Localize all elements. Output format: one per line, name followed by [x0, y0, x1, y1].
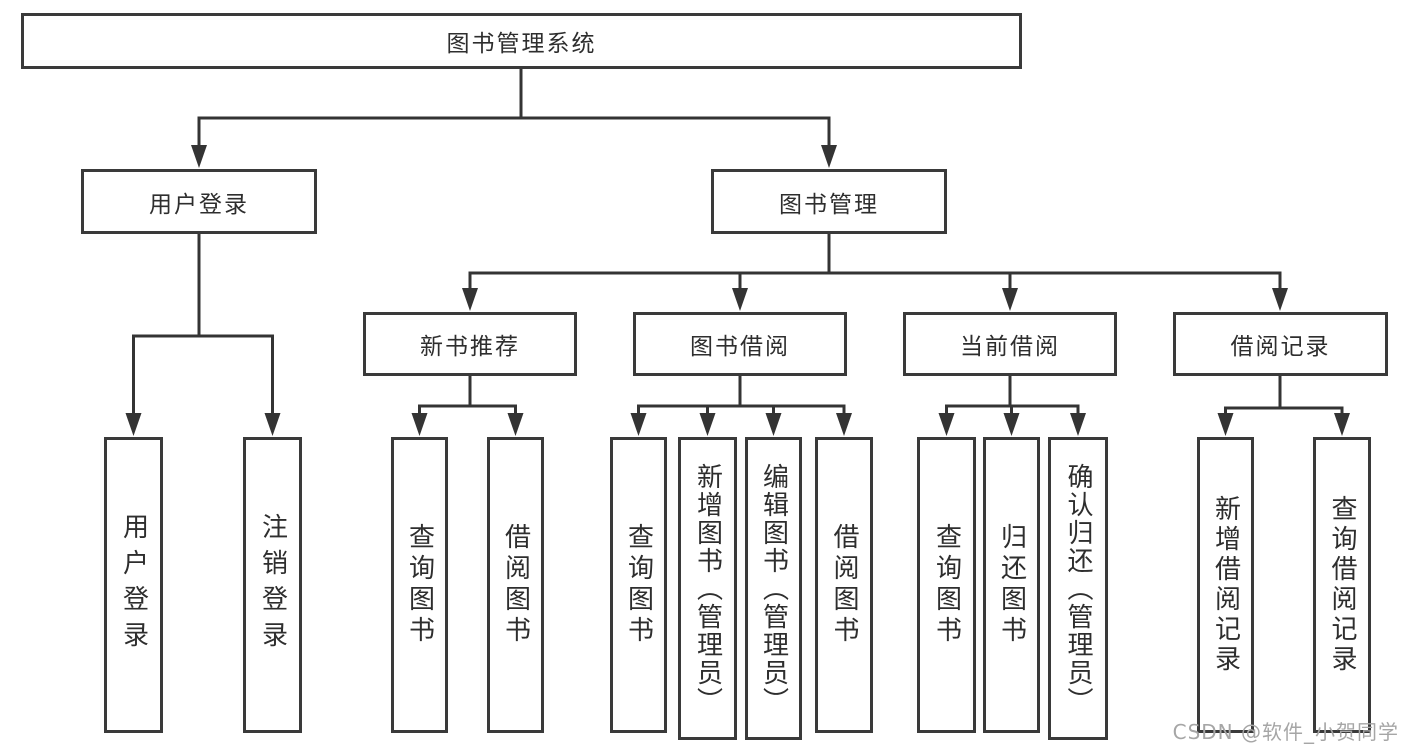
- leaf-confirm-return-admin-label: 确认归还（管理员）: [1063, 462, 1093, 715]
- leaf-borrow-books-borrow-label: 借阅图书: [829, 523, 859, 647]
- csdn-watermark: CSDN @软件_小贺同学: [1172, 720, 1399, 744]
- node-borrow-records-label: 借阅记录: [1230, 334, 1331, 360]
- leaf-query-books-borrow-label: 查询图书: [623, 523, 654, 647]
- leaf-add-borrow-record: 新增借阅记录: [1197, 437, 1254, 733]
- leaf-return-books-label: 归还图书: [996, 523, 1027, 647]
- node-book-management-label: 图书管理: [779, 191, 879, 218]
- leaf-add-borrow-record-label: 新增借阅记录: [1210, 495, 1241, 675]
- leaf-query-borrow-record-label: 查询借阅记录: [1327, 495, 1357, 675]
- leaf-add-books-admin: 新增图书（管理员）: [678, 437, 737, 740]
- leaf-borrow-books-recommend-label: 借阅图书: [500, 523, 531, 647]
- leaf-query-books-recommend: 查询图书: [391, 437, 448, 733]
- node-book-borrow-label: 图书借阅: [690, 334, 790, 360]
- leaf-confirm-return-admin: 确认归还（管理员）: [1048, 437, 1108, 740]
- leaf-query-books-recommend-label: 查询图书: [404, 523, 435, 647]
- leaf-query-books-borrow: 查询图书: [610, 437, 667, 733]
- leaf-borrow-books-borrow: 借阅图书: [815, 437, 873, 733]
- leaf-query-books-current-label: 查询图书: [931, 523, 962, 647]
- leaf-return-books: 归还图书: [983, 437, 1040, 733]
- leaf-edit-books-admin: 编辑图书（管理员）: [745, 437, 802, 740]
- leaf-query-books-current: 查询图书: [917, 437, 976, 733]
- arrowheads: [125, 145, 1350, 436]
- node-book-management: 图书管理: [711, 169, 947, 234]
- node-new-book-recommend-label: 新书推荐: [420, 334, 520, 360]
- node-current-borrow-label: 当前借阅: [960, 334, 1060, 360]
- leaf-user-login: 用户登录: [104, 437, 163, 733]
- node-borrow-records: 借阅记录: [1173, 312, 1388, 376]
- node-user-login-group-label: 用户登录: [149, 191, 249, 218]
- leaf-logout-login-label: 注销登录: [257, 513, 288, 657]
- node-book-borrow: 图书借阅: [633, 312, 847, 376]
- leaf-query-borrow-record: 查询借阅记录: [1313, 437, 1371, 733]
- node-current-borrow: 当前借阅: [903, 312, 1117, 376]
- leaf-logout-login: 注销登录: [243, 437, 302, 733]
- leaf-add-books-admin-label: 新增图书（管理员）: [692, 462, 723, 715]
- leaf-edit-books-admin-label: 编辑图书（管理员）: [758, 462, 789, 715]
- node-library-system-label: 图书管理系统: [446, 31, 597, 57]
- node-new-book-recommend: 新书推荐: [363, 312, 577, 376]
- connector-shafts: [132, 69, 1344, 416]
- leaf-user-login-label: 用户登录: [118, 513, 149, 657]
- node-library-system: 图书管理系统: [21, 13, 1022, 69]
- leaf-borrow-books-recommend: 借阅图书: [487, 437, 544, 733]
- node-user-login-group: 用户登录: [81, 169, 317, 234]
